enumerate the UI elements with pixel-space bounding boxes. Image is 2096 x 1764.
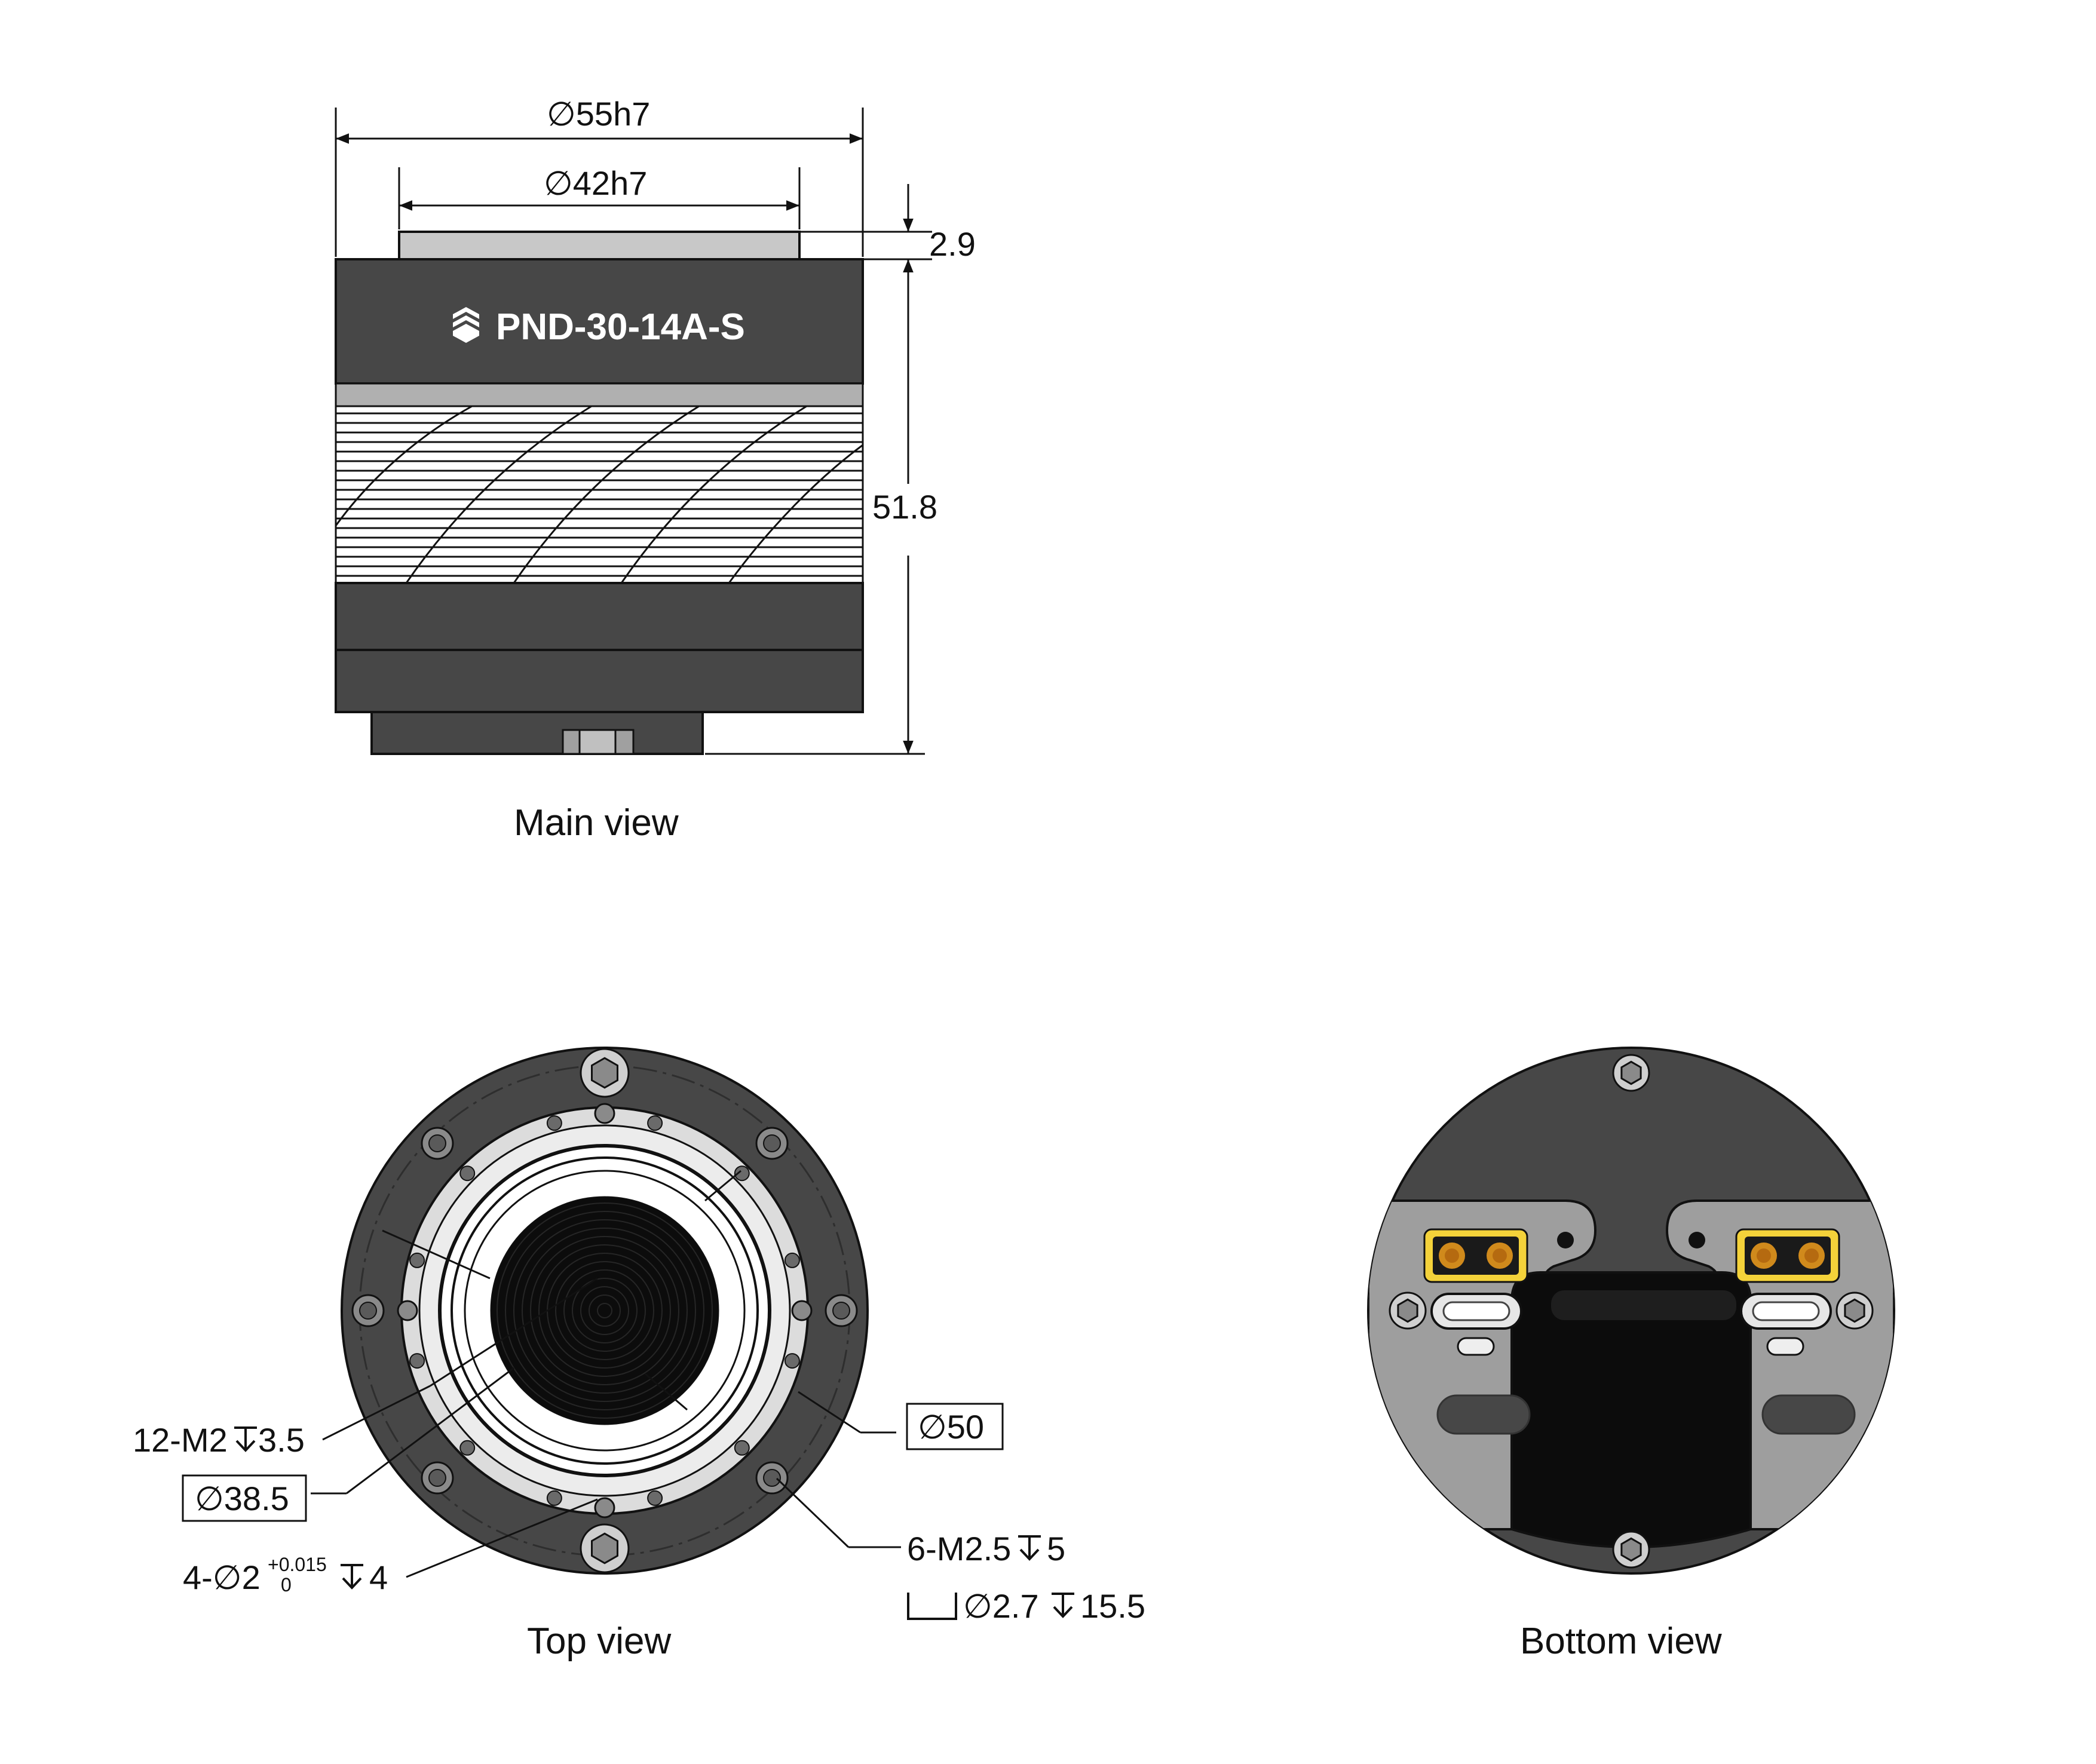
base-foot: [370, 711, 704, 755]
threaded-hole: [546, 1490, 562, 1506]
depth-symbol: [234, 1426, 257, 1452]
base-flange: [335, 649, 864, 713]
threaded-hole: [784, 1353, 800, 1369]
callout-12-m2-thread: 12-M2: [133, 1421, 228, 1459]
dim-step-height: [799, 184, 932, 305]
pin-hole: [594, 1103, 615, 1124]
bottom-view: Bottom view: [1367, 1047, 1895, 1662]
bore-50-label: ∅50: [918, 1408, 984, 1446]
threaded-hole: [546, 1115, 562, 1131]
callout-6-m25: 6-M2.5 5: [907, 1530, 1065, 1567]
bore-38-label: ∅38.5: [195, 1480, 289, 1517]
center-face: [491, 1197, 718, 1424]
pin-hole: [594, 1497, 615, 1518]
threaded-hole: [734, 1165, 750, 1182]
hex-bolt: [1835, 1291, 1874, 1330]
pins-label: 4-∅2: [183, 1559, 261, 1596]
pin-hole: [397, 1300, 418, 1321]
main-view: PND-30-14A-S ∅55h7 ∅42h7 2.9: [335, 95, 976, 843]
hex-bolt: [1612, 1054, 1650, 1092]
threaded-hole: [734, 1440, 750, 1456]
right-indicator-hole: [1689, 1232, 1705, 1248]
mounting-hole: [825, 1294, 858, 1327]
top-view: 12-M2 3.5 ∅38.5 4-∅2 +0.015 0 4 ∅50 6-M2…: [133, 1047, 1145, 1662]
step-height-label: 2.9: [929, 225, 976, 263]
mounting-hole: [421, 1461, 454, 1495]
outer-diameter-label: ∅55h7: [547, 95, 650, 133]
main-view-caption: Main view: [514, 802, 679, 843]
dim-inner-diameter: [398, 167, 801, 229]
callout-counterbore: ∅2.7 15.5: [907, 1587, 1145, 1625]
threaded-hole: [459, 1440, 476, 1456]
left-grip-pad: [1436, 1394, 1531, 1435]
bore-38-frame: [182, 1474, 307, 1522]
pins-tol-lower: 0: [281, 1574, 292, 1596]
mounting-hole: [755, 1127, 789, 1160]
mounting-hole: [755, 1461, 789, 1495]
pins-depth: 4: [369, 1559, 388, 1596]
bottom-bolts: [1389, 1054, 1874, 1569]
inner-diameter-label: ∅42h7: [544, 164, 647, 202]
mounting-hole: [421, 1127, 454, 1160]
cover-slot: [1551, 1290, 1736, 1320]
pins-tol-upper: +0.015: [268, 1554, 327, 1575]
threaded-hole: [409, 1252, 425, 1268]
callout-12-m2-depth: 3.5: [258, 1421, 305, 1459]
callout-6-m25-thread: 6-M2.5: [907, 1530, 1011, 1567]
pin-hole: [791, 1300, 813, 1321]
threaded-hole: [647, 1115, 663, 1131]
left-led-slot: [1457, 1337, 1495, 1356]
hex-bolt: [1389, 1291, 1427, 1330]
right-led-slot: [1766, 1337, 1804, 1356]
counterbore-symbol: [907, 1593, 957, 1620]
left-indicator-hole: [1557, 1232, 1574, 1248]
upper-housing: [335, 258, 864, 385]
leader-lines: [311, 1170, 901, 1578]
mounting-hole: [351, 1294, 385, 1327]
counterbore-depth: 15.5: [1080, 1587, 1145, 1625]
right-power-connector: [1735, 1228, 1840, 1283]
depth-symbol: [341, 1564, 363, 1590]
model-label: PND-30-14A-S: [496, 306, 745, 348]
counterbore-label: ∅2.7: [963, 1587, 1039, 1625]
top-view-caption: Top view: [527, 1621, 671, 1662]
knurled-section: [335, 405, 864, 584]
threaded-hole: [459, 1165, 476, 1182]
callout-6-m25-depth: 5: [1047, 1530, 1065, 1567]
left-data-port: [1430, 1293, 1522, 1330]
right-grip-pad: [1761, 1394, 1856, 1435]
hex-bolt: [1612, 1530, 1650, 1569]
hex-bolt: [580, 1523, 630, 1573]
threaded-hole: [784, 1252, 800, 1268]
brand-logo: [453, 307, 479, 343]
callout-12-m2: 12-M2 3.5: [133, 1421, 305, 1459]
depth-symbol: [1018, 1535, 1041, 1561]
depth-symbol: [1052, 1593, 1074, 1618]
threaded-hole: [647, 1490, 663, 1506]
pin-holes: [397, 1103, 813, 1518]
threaded-hole: [409, 1353, 425, 1369]
top-step: [398, 231, 801, 260]
bottom-view-caption: Bottom view: [1520, 1621, 1722, 1662]
dim-total-height: [705, 305, 925, 755]
total-height-label: 51.8: [872, 488, 937, 526]
lower-housing: [335, 582, 864, 651]
bore-50-frame: [906, 1403, 1004, 1450]
hex-bolt: [580, 1048, 630, 1098]
left-power-connector: [1423, 1228, 1528, 1283]
outer-bolts: [351, 1048, 858, 1573]
right-data-port: [1740, 1293, 1832, 1330]
callout-pins: 4-∅2 +0.015 0 4: [183, 1554, 388, 1596]
gray-band: [335, 382, 864, 407]
inner-threaded-holes: [409, 1115, 800, 1506]
